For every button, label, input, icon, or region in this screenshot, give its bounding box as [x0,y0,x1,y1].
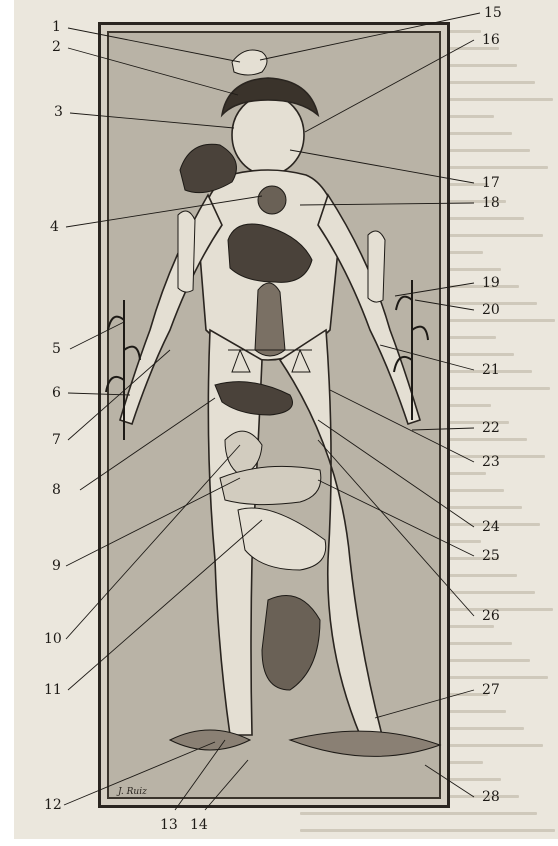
label-18: 18 [482,196,500,210]
label-11: 11 [44,683,62,697]
label-27: 27 [482,683,500,697]
label-9: 9 [52,559,61,573]
label-28: 28 [482,790,500,804]
label-23: 23 [482,455,500,469]
left-plant [106,300,140,440]
ram-figure [232,50,267,75]
label-3: 3 [54,105,63,119]
label-16: 16 [482,33,500,47]
label-8: 8 [52,483,61,497]
label-13: 13 [160,818,178,832]
label-25: 25 [482,549,500,563]
right-figure [368,231,385,302]
water-bearer-figure [262,596,320,691]
fish-right [290,731,440,756]
label-5: 5 [52,342,61,356]
label-22: 22 [482,421,500,435]
label-26: 26 [482,609,500,623]
label-17: 17 [482,176,500,190]
label-10: 10 [44,632,62,646]
label-21: 21 [482,363,500,377]
label-7: 7 [52,433,61,447]
label-12: 12 [44,798,62,812]
label-15: 15 [484,6,502,20]
right-arm [318,195,420,424]
artist-signature: J. Ruiz [118,787,147,797]
label-24: 24 [482,520,500,534]
label-1: 1 [52,20,61,34]
crab-figure [258,186,286,214]
label-20: 20 [482,303,500,317]
label-6: 6 [52,386,61,400]
label-2: 2 [52,40,61,54]
label-14: 14 [190,818,208,832]
maiden-figure [255,283,285,356]
left-figure [178,211,195,292]
label-19: 19 [482,276,500,290]
label-4: 4 [50,220,59,234]
head [232,95,304,175]
